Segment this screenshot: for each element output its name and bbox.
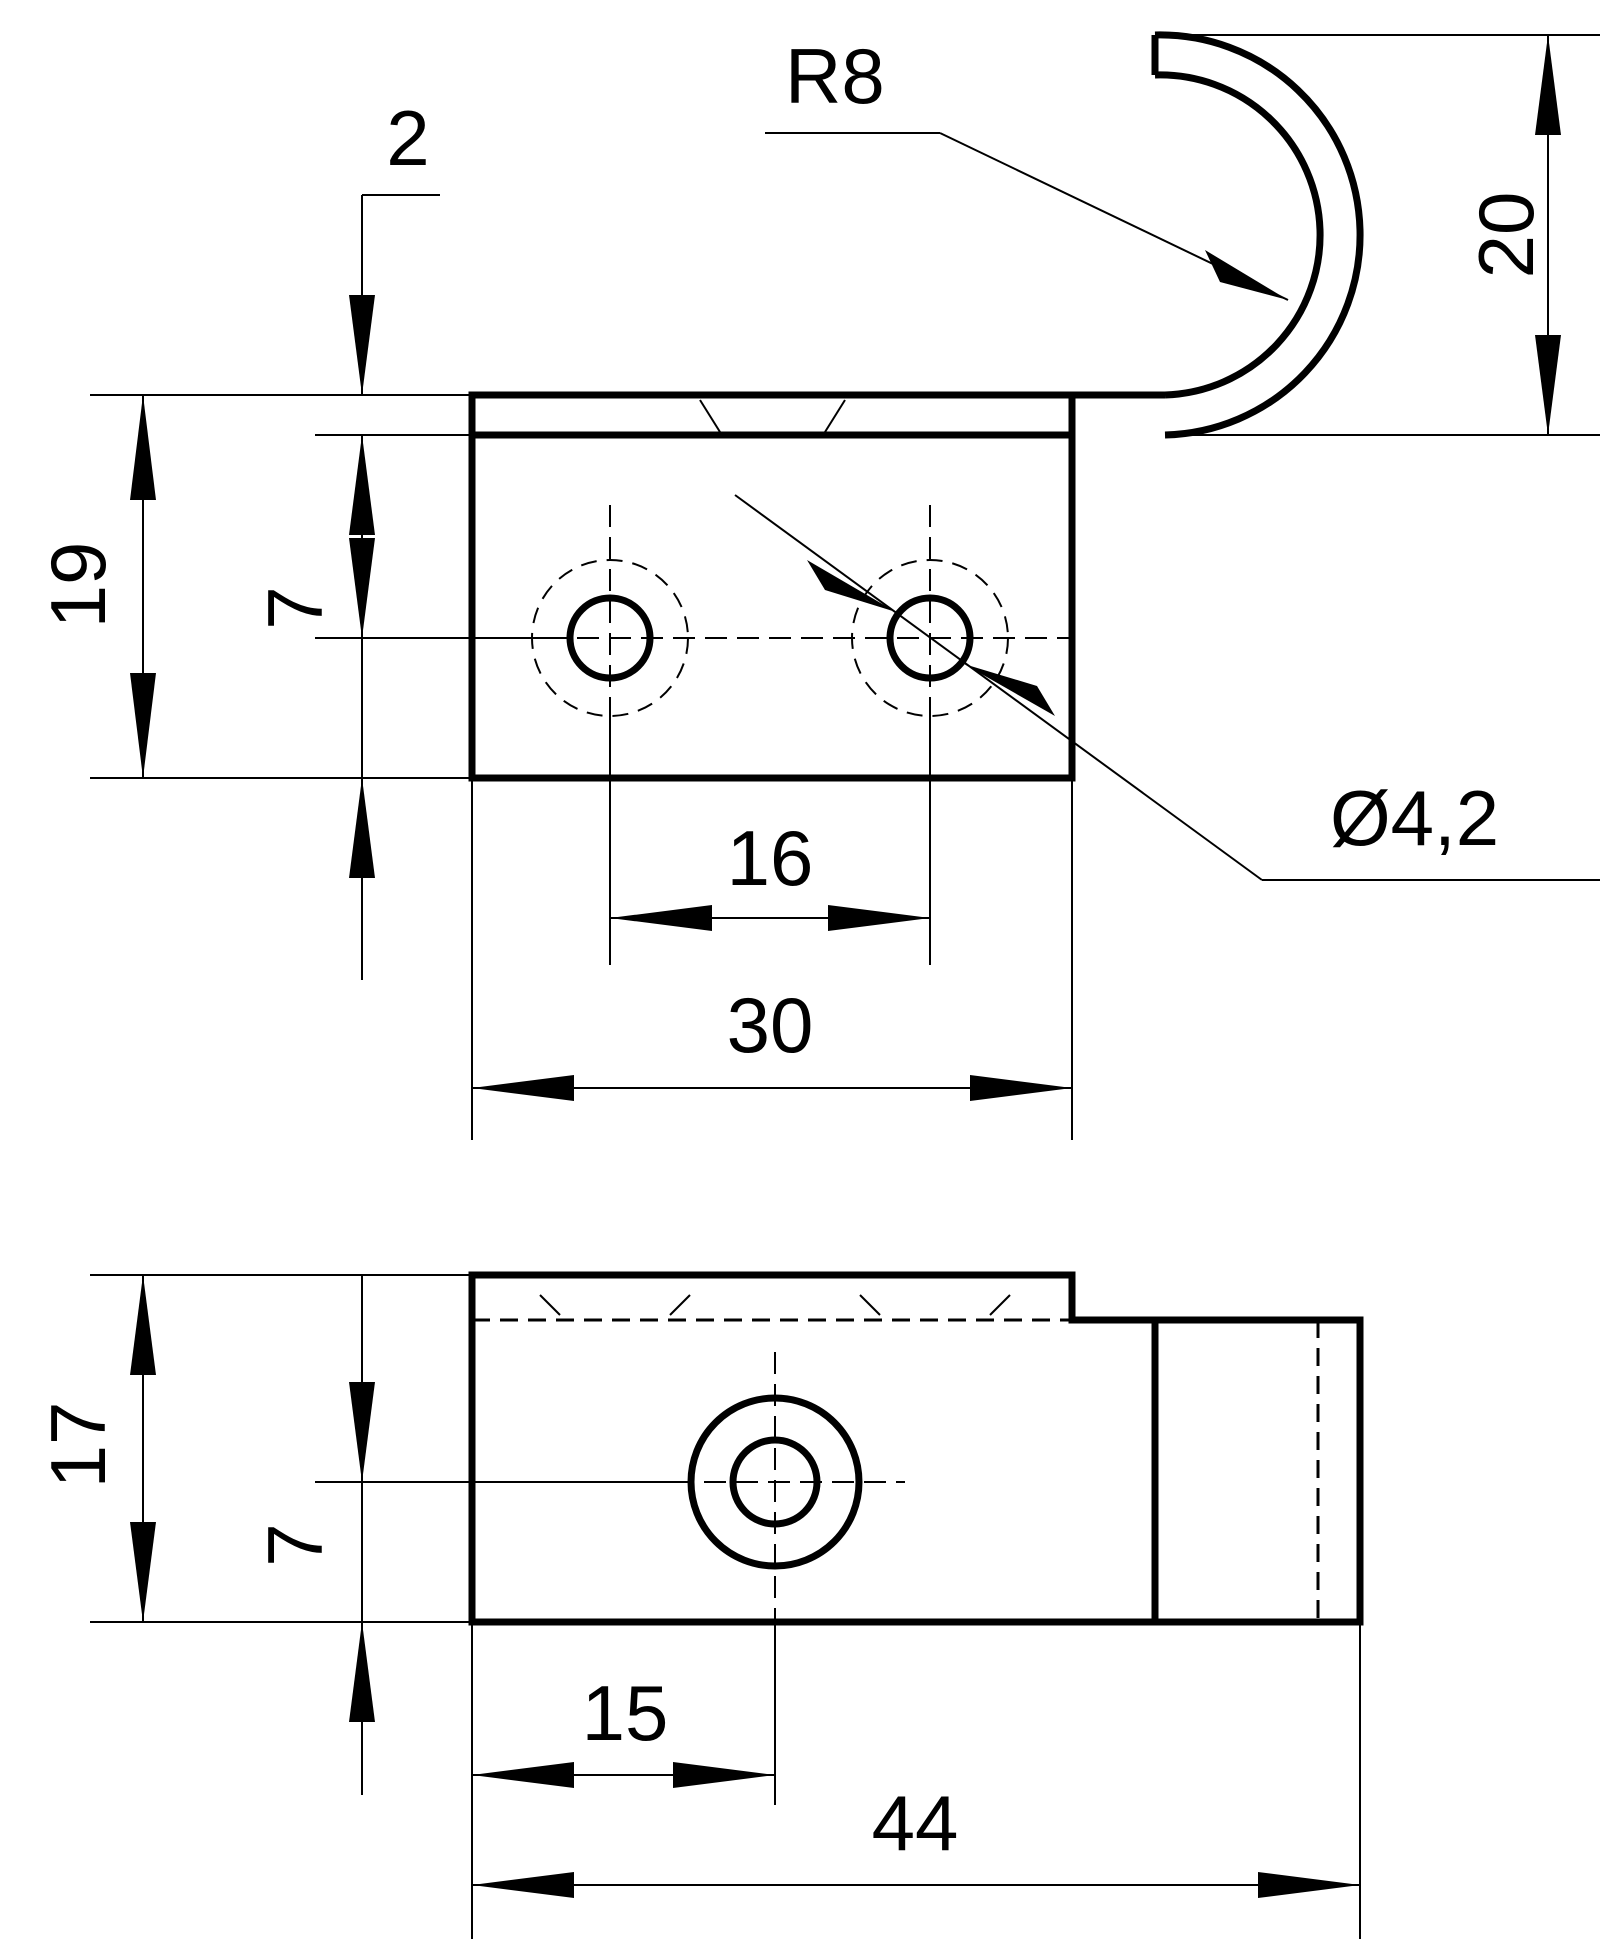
plate-outline <box>468 391 1076 782</box>
dimension-17: 17 <box>34 1275 156 1622</box>
dimension-20-text: 20 <box>1462 192 1550 279</box>
dimension-20: 20 <box>1462 35 1561 435</box>
radius-r8-callout: R8 <box>765 32 1289 301</box>
hole-diameter-text: Ø4,2 <box>1330 774 1499 862</box>
side-view <box>468 1271 1364 1626</box>
dimension-30: 30 <box>472 981 1072 1101</box>
dimension-15: 15 <box>472 1669 775 1788</box>
dimension-7-top-text: 7 <box>251 586 339 629</box>
dimension-30-text: 30 <box>727 981 814 1069</box>
bend-mark <box>539 1294 561 1316</box>
dimension-44: 44 <box>472 1779 1360 1898</box>
hole-diameter-callout: Ø4,2 <box>734 494 1600 881</box>
dimension-16-text: 16 <box>727 814 814 902</box>
top-view <box>468 31 1364 782</box>
dimension-7-bottom: 7 <box>251 1275 375 1795</box>
radius-r8-text: R8 <box>785 32 885 120</box>
dimension-19-text: 19 <box>34 542 122 629</box>
bend-mark <box>989 1294 1011 1316</box>
dimension-44-text: 44 <box>872 1779 959 1867</box>
dimension-19: 19 <box>34 395 156 778</box>
bend-mark <box>699 399 721 433</box>
dimension-7-top: 7 <box>251 435 375 980</box>
side-view-outline <box>468 1271 1364 1626</box>
bend-mark <box>824 399 846 433</box>
hook-outer-arc <box>1154 31 1364 439</box>
dimension-15-text: 15 <box>582 1669 669 1757</box>
hook-inner-arc <box>1154 71 1324 399</box>
bend-mark <box>669 1294 691 1316</box>
dimension-17-text: 17 <box>34 1402 122 1489</box>
dimension-7-bottom-text: 7 <box>251 1523 339 1566</box>
dimension-16: 16 <box>610 814 930 931</box>
bend-mark <box>859 1294 881 1316</box>
dimension-2-text: 2 <box>386 94 429 182</box>
